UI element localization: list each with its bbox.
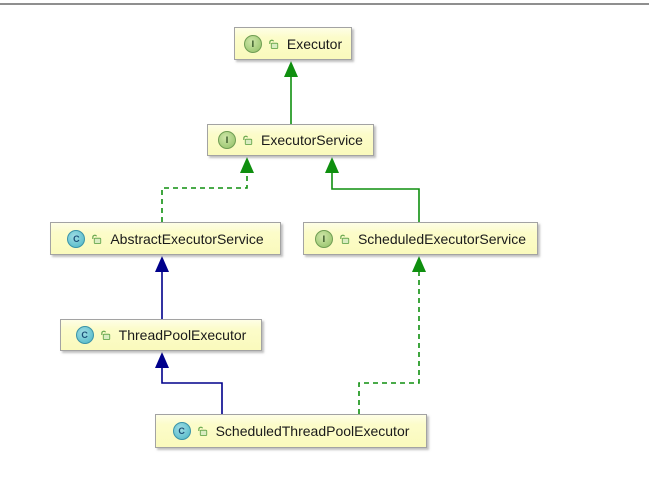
node-executor-service[interactable]: I ExecutorService bbox=[207, 124, 374, 156]
class-name-label: ThreadPoolExecutor bbox=[118, 327, 247, 343]
class-icon: C bbox=[172, 422, 191, 440]
node-scheduled-thread-pool-executor[interactable]: C ScheduledThreadPoolExecutor bbox=[155, 414, 427, 448]
class-name-label: Executor bbox=[286, 35, 343, 52]
class-icon: C bbox=[67, 229, 86, 248]
interface-icon: I bbox=[314, 229, 333, 248]
node-executor[interactable]: I Executor bbox=[234, 27, 352, 60]
unlocked-padlock-icon bbox=[242, 134, 253, 146]
edge-ScheduledThreadPoolExecutor-implements-ScheduledExecutorService[interactable] bbox=[358, 256, 426, 414]
class-name-label: ScheduledThreadPoolExecutor bbox=[215, 423, 410, 439]
unlocked-padlock-icon bbox=[268, 38, 279, 50]
class-icon: C bbox=[75, 326, 94, 344]
unlocked-padlock-icon bbox=[339, 233, 350, 245]
node-thread-pool-executor[interactable]: C ThreadPoolExecutor bbox=[60, 319, 262, 351]
class-name-label: AbstractExecutorService bbox=[110, 230, 264, 247]
edge-ScheduledExecutorService-extends-ExecutorService[interactable] bbox=[325, 157, 420, 222]
edge-AbstractExecutorService-implements-ExecutorService[interactable] bbox=[161, 157, 254, 222]
unlocked-padlock-icon bbox=[91, 233, 102, 245]
interface-icon: I bbox=[243, 34, 262, 53]
edge-ExecutorService-extends-Executor[interactable] bbox=[284, 61, 298, 124]
node-scheduled-executor-service[interactable]: I ScheduledExecutorService bbox=[303, 222, 538, 255]
unlocked-padlock-icon bbox=[100, 329, 111, 341]
edge-ScheduledThreadPoolExecutor-extends-ThreadPoolExecutor[interactable] bbox=[155, 352, 223, 414]
top-border-line bbox=[0, 3, 649, 5]
class-name-label: ExecutorService bbox=[261, 132, 363, 148]
unlocked-padlock-icon bbox=[197, 425, 208, 437]
node-abstract-executor-service[interactable]: C AbstractExecutorService bbox=[50, 222, 281, 255]
class-name-label: ScheduledExecutorService bbox=[357, 230, 527, 247]
edge-ThreadPoolExecutor-extends-AbstractExecutorService[interactable] bbox=[155, 256, 169, 319]
interface-icon: I bbox=[218, 131, 237, 149]
